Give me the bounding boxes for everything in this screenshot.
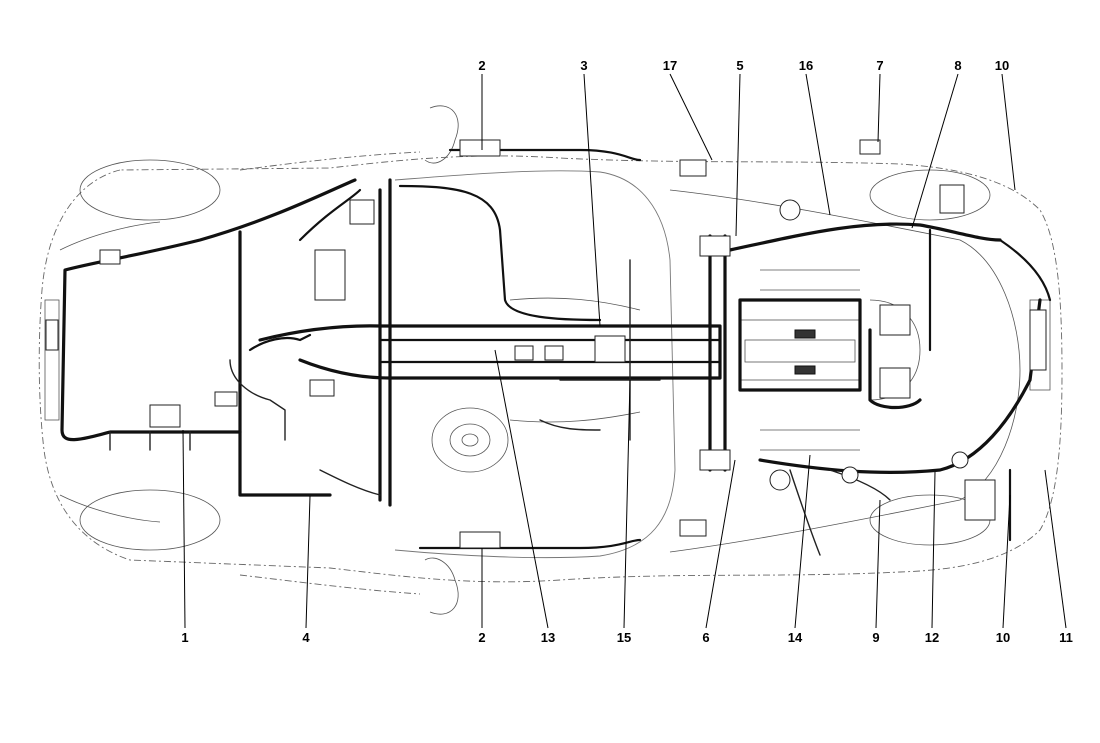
car-body-outline xyxy=(38,105,1063,615)
callout-label: 7 xyxy=(876,58,883,73)
callout-label: 2 xyxy=(478,58,485,73)
callout-label: 5 xyxy=(736,58,743,73)
callout-label: 14 xyxy=(788,630,803,645)
callout-label: 12 xyxy=(925,630,939,645)
callout-label: 15 xyxy=(617,630,631,645)
callout-label: 13 xyxy=(541,630,555,645)
callout-label: 3 xyxy=(580,58,587,73)
callout-label: 9 xyxy=(872,630,879,645)
callout-numbers-top: 2 3 17 5 16 7 8 10 xyxy=(478,58,1009,73)
callout-label: 4 xyxy=(302,630,310,645)
electrical-components xyxy=(45,139,1047,549)
callout-leader-lines xyxy=(182,73,1067,629)
callout-label: 10 xyxy=(995,58,1009,73)
callout-label: 1 xyxy=(181,630,188,645)
wiring-harness xyxy=(60,148,1052,556)
callout-label: 17 xyxy=(663,58,677,73)
callout-numbers-bottom: 1 4 2 13 15 6 14 9 12 10 11 xyxy=(181,630,1072,645)
callout-label: 16 xyxy=(799,58,813,73)
callout-label: 8 xyxy=(954,58,961,73)
callout-label: 10 xyxy=(996,630,1010,645)
callout-label: 6 xyxy=(702,630,709,645)
callout-label: 2 xyxy=(478,630,485,645)
callout-label: 11 xyxy=(1059,630,1073,645)
